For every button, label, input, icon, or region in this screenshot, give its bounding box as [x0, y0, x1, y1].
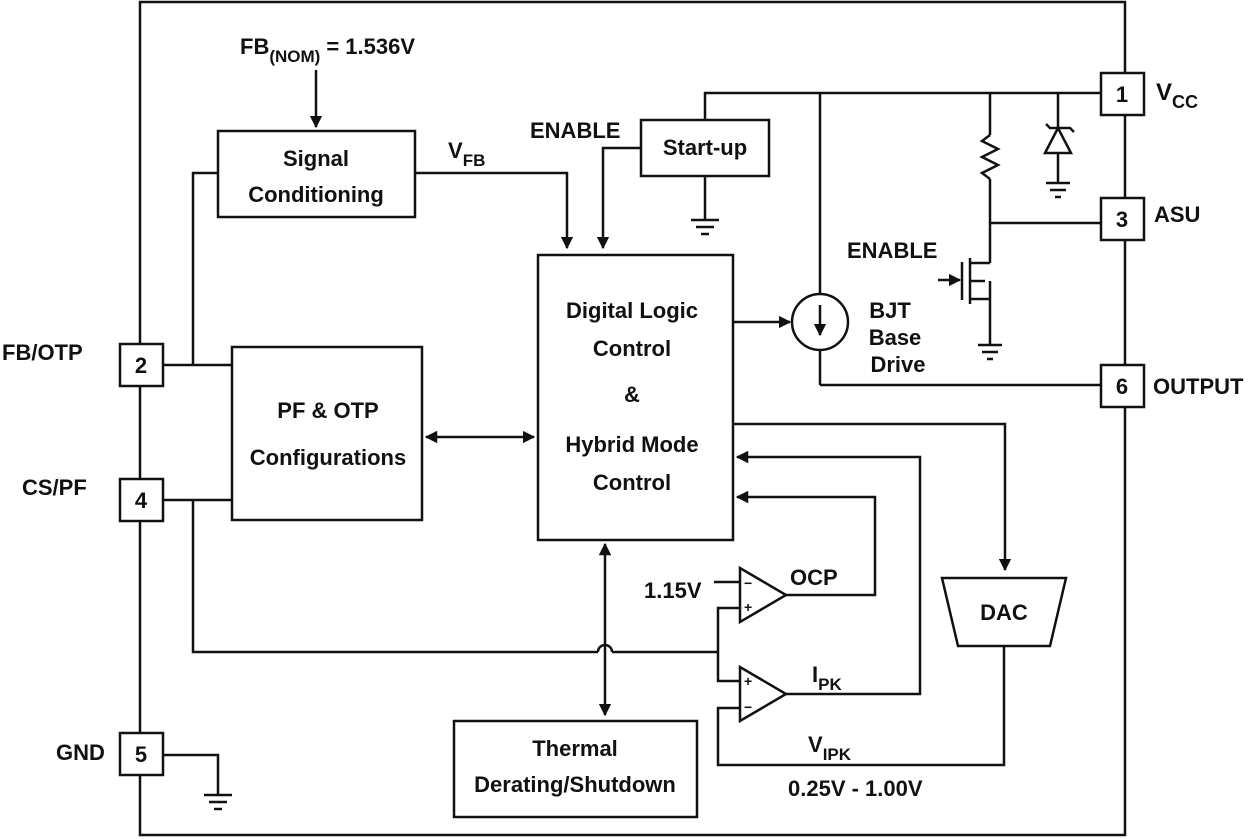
- signal-conditioning-label-2: Conditioning: [248, 182, 384, 207]
- digital-logic-block: [536, 253, 735, 542]
- vfb-label: VFB: [448, 138, 485, 170]
- ocp-label: OCP: [790, 565, 838, 590]
- ipk-comparator-icon: [738, 664, 789, 724]
- ipk-label: IPK: [812, 662, 842, 694]
- pin-4-name: CS/PF: [22, 475, 87, 500]
- pin-3-name: ASU: [1154, 202, 1200, 227]
- pin-5-number: 5: [135, 742, 147, 767]
- bjt-label-2: Base: [869, 325, 922, 350]
- zener-diode-icon: [1042, 123, 1075, 155]
- chip-outline: [138, 0, 1127, 837]
- pin-4-box: [118, 477, 165, 523]
- zener-ground-icon: [1046, 181, 1070, 199]
- digital-logic-label-5: Control: [593, 470, 671, 495]
- pin-4-number: 4: [135, 488, 148, 513]
- mosfet-ground-icon: [978, 343, 1002, 361]
- bjt-label-3: Drive: [870, 352, 925, 377]
- digital-logic-label-2: Control: [593, 336, 671, 361]
- startup-label: Start-up: [663, 135, 747, 160]
- pin-6-number: 6: [1116, 374, 1128, 399]
- vipk-range-label: 0.25V - 1.00V: [788, 776, 923, 801]
- svg-text:+: +: [744, 673, 752, 689]
- pin-3-number: 3: [1116, 207, 1128, 232]
- gnd-ground-icon: [204, 793, 232, 811]
- ref-1-15v-label: 1.15V: [644, 578, 702, 603]
- mosfet-icon: [960, 223, 992, 345]
- pin-2-name: FB/OTP: [2, 340, 83, 365]
- bjt-label-1: BJT: [869, 298, 911, 323]
- resistor-icon: [979, 134, 1001, 180]
- svg-text:+: +: [744, 599, 752, 615]
- pin-1-number: 1: [1116, 82, 1128, 107]
- pf-otp-label-1: PF & OTP: [277, 398, 378, 423]
- thermal-label-1: Thermal: [532, 736, 618, 761]
- svg-text:FB(NOM)= 1.536V: FB(NOM)= 1.536V: [240, 34, 415, 66]
- svg-text:−: −: [744, 699, 752, 715]
- vipk-label: VIPK: [808, 732, 852, 764]
- dac-block: [940, 576, 1068, 648]
- pin-1-box: [1099, 71, 1146, 117]
- dac-label: DAC: [980, 600, 1028, 625]
- svg-text:−: −: [744, 575, 752, 591]
- signal-conditioning-label-1: Signal: [283, 146, 349, 171]
- pin-5-box: [118, 731, 165, 777]
- enable-mosfet-label: ENABLE: [847, 238, 937, 263]
- pin-5-name: GND: [56, 740, 105, 765]
- ocp-comparator-icon: [738, 565, 789, 625]
- pin-6-box: [1099, 363, 1146, 409]
- thermal-label-2: Derating/Shutdown: [474, 772, 676, 797]
- pf-otp-block: [230, 345, 424, 522]
- fb-nom-label: FB(NOM)= 1.536V: [240, 34, 415, 66]
- digital-logic-label-4: Hybrid Mode: [565, 432, 698, 457]
- startup-ground-icon: [691, 218, 719, 236]
- enable-startup-label: ENABLE: [530, 118, 620, 143]
- pin-6-name: OUTPUT: [1153, 374, 1244, 399]
- pf-otp-label-2: Configurations: [250, 445, 406, 470]
- digital-logic-label-1: Digital Logic: [566, 298, 698, 323]
- pin-2-number: 2: [135, 353, 147, 378]
- thermal-block: [452, 719, 699, 819]
- pin-3-box: [1099, 196, 1146, 242]
- pin-1-name: VCC: [1156, 79, 1198, 112]
- pin-2-box: [118, 342, 165, 388]
- digital-logic-label-3: &: [624, 382, 640, 407]
